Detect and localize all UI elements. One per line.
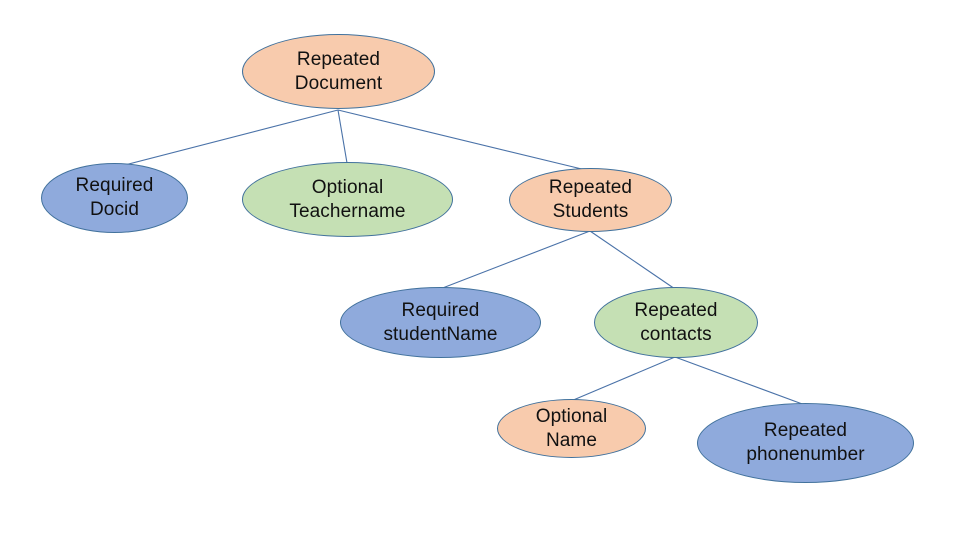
node-label-document: Repeated Document xyxy=(294,48,383,94)
node-label-docid: Required Docid xyxy=(75,175,154,220)
node-phonenumber[interactable]: Repeated phonenumber xyxy=(697,403,914,483)
edge-students-contacts xyxy=(589,230,676,290)
edge-document-docid xyxy=(112,109,339,169)
node-label-teachername: Optional Teachername xyxy=(289,176,406,222)
node-document[interactable]: Repeated Document xyxy=(242,34,435,109)
edge-document-teachername xyxy=(337,109,348,164)
node-studentname[interactable]: Required studentName xyxy=(340,287,541,358)
edge-contacts-phonenumber xyxy=(674,356,806,406)
edge-contacts-name xyxy=(570,356,676,402)
node-docid[interactable]: Required Docid xyxy=(41,163,188,233)
node-name[interactable]: Optional Name xyxy=(497,399,646,458)
node-label-studentname: Required studentName xyxy=(383,299,498,345)
node-label-phonenumber: Repeated phonenumber xyxy=(746,420,865,465)
edge-document-students xyxy=(337,109,591,172)
node-students[interactable]: Repeated Students xyxy=(509,168,672,232)
node-label-students: Repeated Students xyxy=(548,177,633,222)
node-label-contacts: Repeated contacts xyxy=(634,299,718,345)
edge-students-studentname xyxy=(439,230,591,290)
node-label-name: Optional Name xyxy=(535,405,608,451)
node-contacts[interactable]: Repeated contacts xyxy=(594,287,758,358)
node-teachername[interactable]: Optional Teachername xyxy=(242,162,453,237)
